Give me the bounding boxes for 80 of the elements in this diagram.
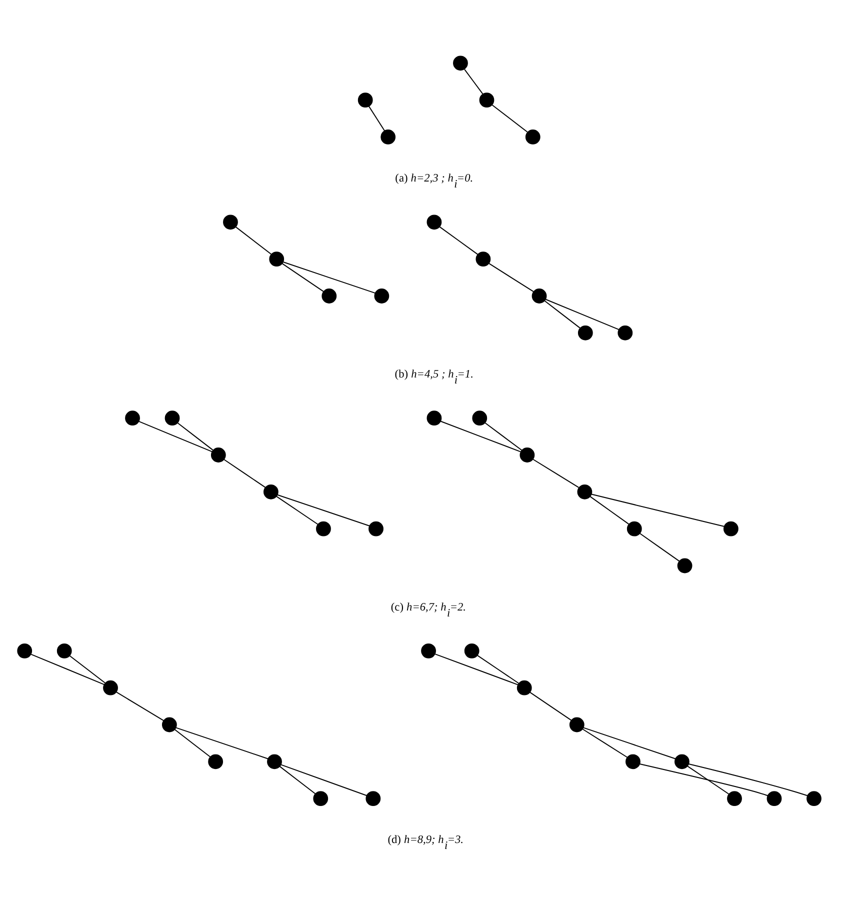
node-circle (568, 716, 584, 732)
connector (440, 420, 521, 452)
connector (138, 420, 212, 452)
node-circle (210, 447, 226, 462)
connector (638, 762, 768, 796)
node-circle (426, 410, 442, 426)
node-circle (519, 447, 534, 462)
node-circle (806, 790, 821, 806)
node-circle (524, 129, 540, 144)
connector (280, 764, 367, 796)
connector (434, 653, 518, 685)
connector (223, 458, 266, 488)
connector (368, 105, 384, 131)
node-circle (625, 754, 640, 769)
node-circle (222, 214, 238, 230)
node-circle (102, 680, 118, 695)
node-circle (726, 790, 742, 806)
node-circle (124, 410, 140, 426)
node-circle (516, 680, 532, 695)
connector (438, 226, 478, 254)
connector (176, 422, 213, 450)
connector (281, 262, 324, 292)
node-circle (475, 251, 490, 266)
node-circle (478, 92, 494, 108)
connector (686, 765, 729, 794)
node-circle (56, 642, 72, 658)
node-circle (766, 790, 782, 806)
connector (491, 104, 528, 132)
node-circle (472, 410, 487, 426)
connector (544, 300, 580, 328)
node-circle (426, 214, 442, 230)
node-circle (321, 288, 336, 303)
node-circle (576, 484, 592, 499)
node-circle (577, 324, 592, 340)
connector (582, 728, 628, 758)
connector (484, 422, 522, 450)
connector (529, 691, 572, 720)
node-circle (16, 642, 32, 658)
node-circle (380, 129, 396, 144)
node-circle (617, 324, 632, 340)
node-circle (164, 410, 180, 426)
connector (282, 261, 376, 294)
connector (175, 726, 268, 759)
connector (115, 691, 164, 721)
connector (276, 495, 318, 524)
node-circle (316, 520, 330, 536)
connector (544, 298, 619, 330)
node-circle (263, 484, 278, 499)
connector (688, 763, 808, 796)
node-circle (357, 92, 372, 108)
connector (582, 726, 676, 759)
connector (174, 728, 210, 757)
node-circle (676, 558, 692, 573)
node-circle (365, 790, 380, 806)
connector (589, 496, 629, 524)
connector (638, 532, 680, 562)
node-circle (208, 754, 223, 769)
connector (590, 493, 724, 526)
connector (68, 654, 105, 683)
connector (532, 458, 579, 488)
node-circle (674, 754, 689, 769)
node-circle (420, 642, 436, 658)
connector (234, 226, 272, 254)
node-circle (531, 288, 546, 303)
node-circle (161, 716, 176, 732)
connector (476, 654, 519, 684)
node-circle (626, 520, 642, 536)
connector (488, 262, 534, 292)
connector (464, 68, 483, 94)
node-circle (368, 520, 383, 536)
node-circle (312, 790, 328, 806)
connector (276, 494, 370, 526)
node-circle (266, 754, 282, 769)
node-circle (464, 642, 479, 658)
node-circle (374, 288, 389, 303)
node-circle (268, 251, 284, 266)
connector (30, 653, 104, 685)
node-circle (452, 55, 468, 70)
connector (278, 765, 316, 794)
node-circle (722, 520, 738, 536)
